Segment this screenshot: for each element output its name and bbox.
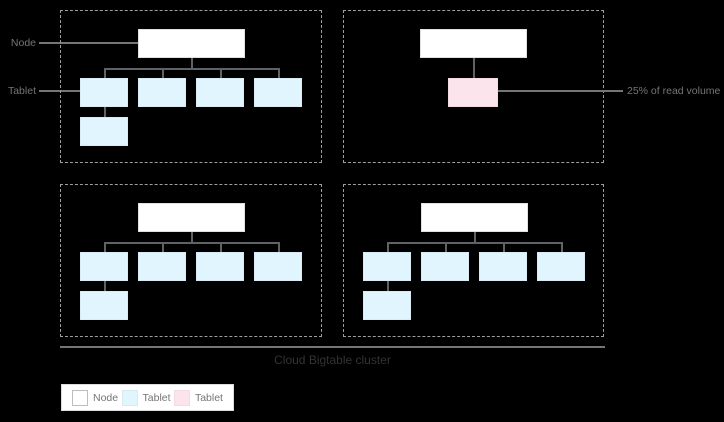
connector-line <box>162 68 164 79</box>
tablet-box <box>363 291 411 320</box>
connector-line <box>387 242 389 253</box>
tablet-box <box>479 252 527 281</box>
connector-line <box>278 242 280 253</box>
connector-line <box>220 242 222 253</box>
tablet-box <box>80 117 128 146</box>
node-swatch <box>72 389 88 406</box>
connector-line <box>220 68 222 79</box>
connector-line <box>191 58 193 68</box>
tablet-box <box>80 291 128 320</box>
node-group-bottom-left <box>60 184 322 337</box>
node-box <box>420 29 527 58</box>
tablet-swatch <box>121 389 138 406</box>
tablet-box <box>421 252 469 281</box>
tablet-leader-line <box>39 90 80 92</box>
connector-line <box>473 58 475 79</box>
connector-line <box>191 232 193 242</box>
tablet-box <box>537 252 585 281</box>
tablet-box <box>138 78 186 107</box>
tablet-box <box>196 252 244 281</box>
tablet-box <box>196 78 244 107</box>
node-annotation-label: Node <box>10 37 36 49</box>
connector-line <box>278 68 280 79</box>
connector-line <box>445 242 447 253</box>
connector-line <box>387 281 389 292</box>
legend-item-hot-tablet: Tablet <box>173 389 223 406</box>
node-leader-line <box>39 42 138 44</box>
tablet-box <box>363 252 411 281</box>
hot-tablet-box <box>448 78 498 107</box>
connector-line <box>104 242 106 253</box>
connector-line <box>387 242 563 244</box>
connector-line <box>474 232 476 242</box>
tablet-box <box>254 78 302 107</box>
node-group-top-right <box>343 10 604 163</box>
legend-item-tablet: Tablet <box>121 389 171 406</box>
legend-label-hot-tablet: Tablet <box>194 391 223 404</box>
tablet-annotation-label: Tablet <box>7 85 36 97</box>
node-box <box>138 29 245 58</box>
node-group-top-left <box>60 10 322 163</box>
read-volume-leader-line <box>498 90 623 92</box>
legend-label-tablet: Tablet <box>142 391 171 404</box>
connector-line <box>104 68 280 70</box>
legend-label-node: Node <box>93 391 119 404</box>
connector-line <box>162 242 164 253</box>
node-group-bottom-right <box>343 184 604 337</box>
tablet-box <box>80 252 128 281</box>
tablet-box <box>254 252 302 281</box>
connector-line <box>503 242 505 253</box>
tablet-box <box>138 252 186 281</box>
legend-item-node: Node <box>72 389 119 406</box>
connector-line <box>561 242 563 253</box>
read-volume-label: 25% of read volume <box>627 85 721 97</box>
legend: Node Tablet Tablet <box>61 384 234 411</box>
connector-line <box>104 107 106 118</box>
cluster-bracket-line <box>60 346 605 348</box>
connector-line <box>104 242 280 244</box>
hot-tablet-swatch <box>173 389 190 406</box>
connector-line <box>104 281 106 292</box>
connector-line <box>104 68 106 79</box>
tablet-box <box>80 78 128 107</box>
cluster-caption: Cloud Bigtable cluster <box>274 353 391 367</box>
node-box <box>421 203 528 232</box>
node-box <box>138 203 245 232</box>
